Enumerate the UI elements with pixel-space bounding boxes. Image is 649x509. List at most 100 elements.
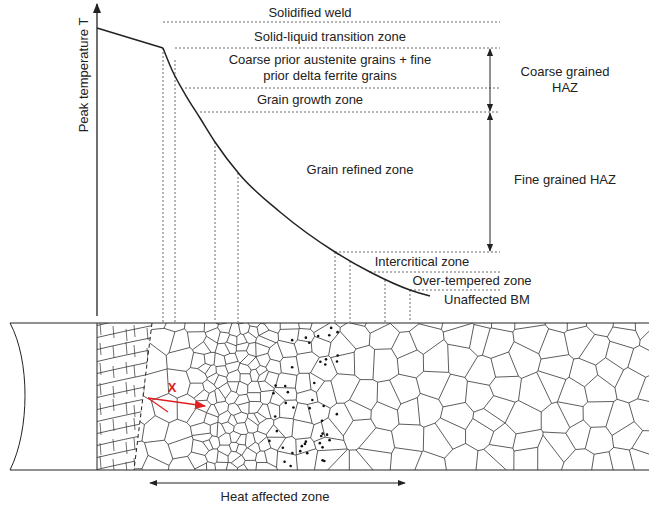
columnar-grain (113, 459, 114, 471)
precipitate-dot (284, 402, 287, 405)
columnar-grain (134, 365, 135, 377)
grain-boundaries (130, 323, 649, 470)
columnar-grain (126, 382, 127, 394)
columnar-grain (95, 348, 160, 362)
columnar-grain (126, 342, 127, 354)
precipitate-dot (325, 358, 328, 361)
columnar-grain (95, 468, 160, 482)
columnar-grain (147, 461, 148, 473)
precipitate-dot (336, 354, 339, 357)
zone-projection (163, 48, 164, 322)
x-direction-arrow (148, 398, 168, 412)
zone-projection (238, 173, 239, 322)
precipitate-dot (276, 430, 279, 433)
zone-projection (175, 60, 176, 322)
precipitate-dot (289, 465, 292, 468)
zone-boundary (335, 252, 500, 253)
zone-projection (385, 280, 386, 322)
precipitate-dot (321, 446, 324, 449)
precipitate-dot (313, 382, 316, 385)
columnar-grain (134, 438, 135, 450)
columnar-grain (95, 372, 160, 386)
columnar-grain (126, 442, 127, 454)
zone-label: Intercritical zone (375, 254, 470, 270)
precipitate-dot (283, 460, 286, 463)
precipitate-dot (282, 447, 285, 450)
columnar-grain (134, 405, 135, 417)
columnar-grain (113, 439, 114, 451)
precipitate-dot (291, 366, 294, 369)
columnar-grain (100, 456, 101, 468)
precipitate-dot (305, 336, 308, 339)
columnar-grain (100, 443, 101, 455)
zone-projection (335, 252, 336, 322)
zone-boundary (175, 48, 500, 49)
zone-projection (410, 290, 411, 322)
columnar-grain (126, 329, 127, 341)
axis-label: Peak temperature T (76, 18, 92, 133)
columnar-grain (113, 346, 114, 358)
weld-bead (10, 323, 97, 470)
zone-boundary (410, 290, 500, 291)
precipitate-dot (274, 384, 277, 387)
columnar-grain (134, 345, 135, 357)
columnar-grain (100, 423, 101, 435)
columnar-grain (113, 386, 114, 398)
columnar-grain (126, 462, 127, 474)
columnar-grain (113, 419, 114, 431)
precipitate-dot (323, 460, 326, 463)
columnar-grain (147, 348, 148, 360)
zone-label: Solid-liquid transition zone (254, 29, 406, 45)
precipitate-dot (328, 439, 331, 442)
precipitate-dot (326, 433, 329, 436)
precipitate-dot (274, 415, 277, 418)
zone-label: Grain growth zone (257, 92, 363, 108)
haz-extent-arrow (150, 483, 405, 484)
zone-projection (215, 142, 216, 322)
columnar-grain (134, 418, 135, 430)
coarse-haz-arrow (490, 49, 491, 111)
precipitate-dot (291, 339, 294, 342)
precipitate-dot (268, 440, 271, 443)
precipitate-dot (284, 385, 287, 388)
columnar-grain (126, 402, 127, 414)
precipitate-dot (311, 399, 314, 402)
columnar-grain (113, 399, 114, 411)
columnar-grain (147, 381, 148, 393)
extent-label: Heat affected zone (221, 489, 330, 505)
columnar-grain (95, 420, 160, 434)
columnar-grain (95, 324, 160, 338)
columnar-grain (95, 312, 160, 326)
precipitate-dot (322, 405, 325, 408)
zone-boundary (163, 22, 500, 23)
precipitate-dot (336, 413, 339, 416)
grain-structure (10, 312, 649, 482)
columnar-grain (95, 456, 160, 470)
zone-boundary (370, 272, 500, 273)
precipitate-dot (287, 391, 290, 394)
precipitate-dot (317, 335, 320, 338)
precipitate-dot (301, 445, 304, 448)
columnar-grain (100, 343, 101, 355)
precipitate-dot (308, 407, 311, 410)
columnar-grain (126, 362, 127, 374)
columnar-grain (126, 422, 127, 434)
zone-label: Solidified weld (268, 5, 351, 21)
fine-haz-arrow (490, 113, 491, 251)
zone-label: Over-tempered zone (412, 273, 531, 289)
temperature-axis (96, 4, 97, 316)
zone-boundary (200, 112, 500, 113)
temperature-curve (97, 28, 163, 48)
precipitate-dot (324, 363, 327, 366)
precipitate-dot (328, 334, 331, 337)
zone-label: Unaffected BM (444, 292, 530, 308)
precipitate-dot (291, 452, 294, 455)
columnar-grain (134, 458, 135, 470)
precipitate-dot (305, 440, 308, 443)
precipitate-dot (304, 443, 307, 446)
columnar-grain (134, 385, 135, 397)
columnar-grain (113, 326, 114, 338)
columnar-grain (100, 323, 101, 335)
precipitate-dot (319, 360, 322, 363)
columnar-grain (134, 325, 135, 337)
